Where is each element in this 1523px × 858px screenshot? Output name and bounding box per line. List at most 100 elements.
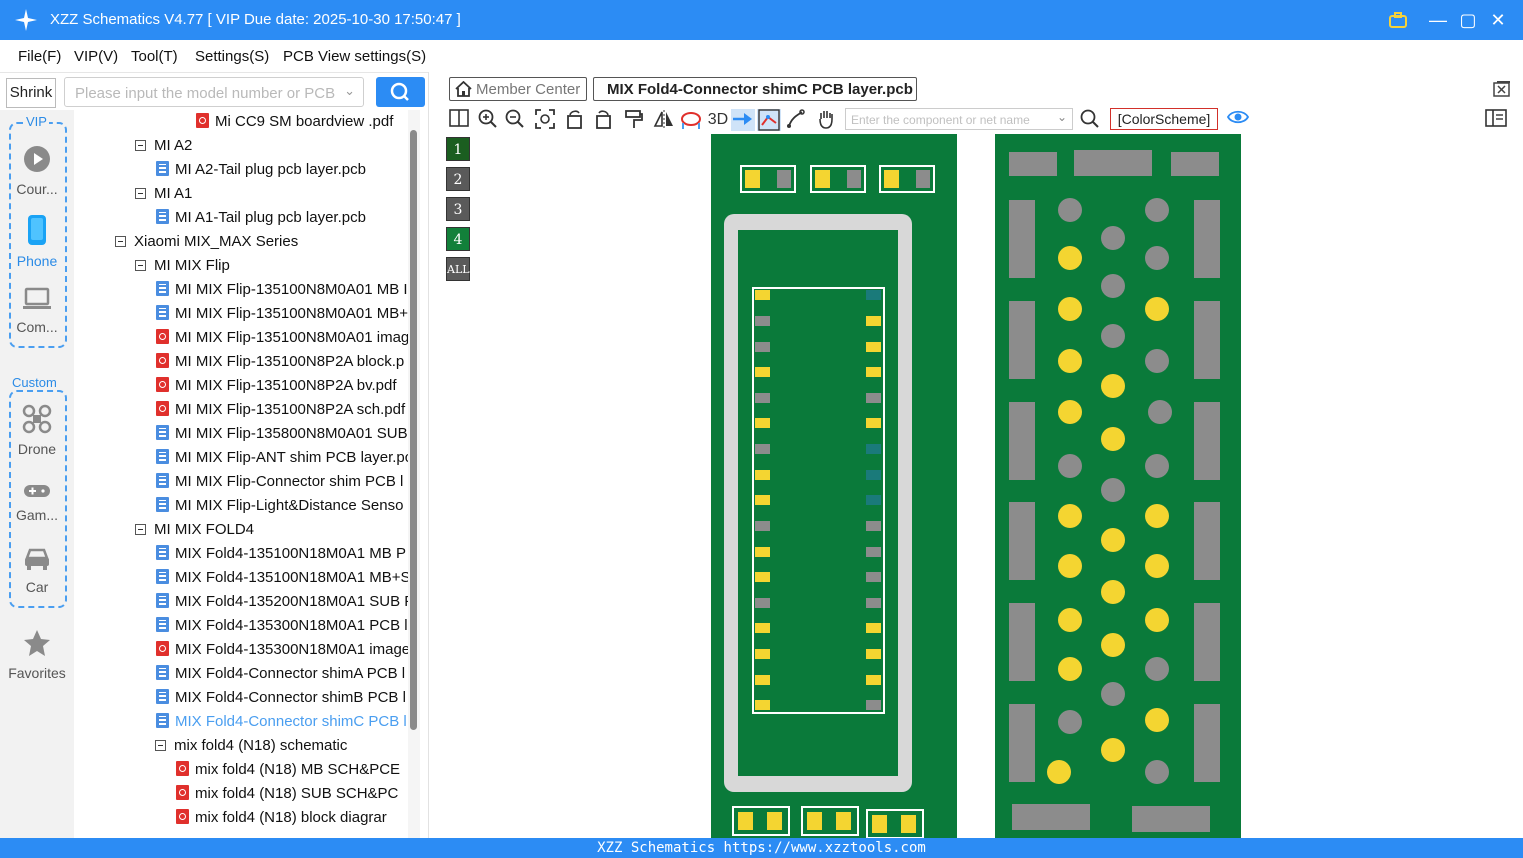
view-3d-button[interactable]: 3D: [707, 111, 729, 128]
menu-pcb-view-settings[interactable]: PCB View settings(S): [283, 48, 427, 65]
tree-item-file[interactable]: MI MIX Flip-Connector shim PCB l: [156, 470, 403, 494]
collapse-toggle-icon[interactable]: [135, 260, 146, 271]
tree-item-folder[interactable]: MI A2: [135, 134, 192, 158]
rotate-right-icon[interactable]: [592, 109, 614, 131]
tree-item-file[interactable]: MI A2-Tail plug pcb layer.pcb: [156, 158, 366, 182]
collapse-toggle-icon[interactable]: [135, 188, 146, 199]
rail-item-car[interactable]: Car: [7, 546, 67, 595]
pcb-file-icon: [156, 617, 169, 632]
panel-splitter[interactable]: [428, 72, 441, 838]
collapse-toggle-icon[interactable]: [115, 236, 126, 247]
tree-item-file-selected[interactable]: MIX Fold4-Connector shimC PCB l: [156, 710, 407, 734]
close-button[interactable]: ✕: [1490, 10, 1506, 30]
measure-line-icon[interactable]: [785, 109, 807, 131]
pcb-board-view[interactable]: [441, 134, 1523, 838]
ball-pad: [1101, 580, 1125, 604]
close-tab-icon[interactable]: [1492, 80, 1512, 98]
collapse-toggle-icon[interactable]: [135, 524, 146, 535]
tree-item-file[interactable]: MI MIX Flip-135100N8M0A01 MB I: [156, 278, 408, 302]
tree-item-file[interactable]: MIX Fold4-135100N18M0A1 MB P: [156, 542, 406, 566]
tree-item-file[interactable]: MI A1-Tail plug pcb layer.pcb: [156, 206, 366, 230]
tree-item-file[interactable]: MI MIX Flip-Light&Distance Senso: [156, 494, 403, 518]
tree-item-folder[interactable]: mix fold4 (N18) schematic: [155, 734, 347, 758]
mirror-icon[interactable]: [653, 109, 675, 131]
layer-button-4[interactable]: 4: [446, 227, 470, 251]
component-search-input[interactable]: [849, 111, 1053, 129]
layer-button-2[interactable]: 2: [446, 167, 470, 191]
layer-button-3[interactable]: 3: [446, 197, 470, 221]
tree-item-file[interactable]: MIX Fold4-Connector shimA PCB l: [156, 662, 405, 686]
maximize-button[interactable]: ▢: [1459, 10, 1477, 30]
tree-item-folder[interactable]: MI A1: [135, 182, 192, 206]
tree-item-label: mix fold4 (N18) schematic: [174, 737, 348, 754]
pad: [1012, 804, 1090, 830]
layer-button-1[interactable]: 1: [446, 137, 470, 161]
pad: [755, 470, 770, 480]
tree-item-file[interactable]: MI MIX Flip-135100N8M0A01 imag: [156, 326, 408, 350]
eye-icon[interactable]: [1226, 109, 1250, 131]
menu-settings[interactable]: Settings(S): [195, 48, 270, 65]
tree-item-file[interactable]: MI MIX Flip-135100N8P2A block.p: [156, 350, 404, 374]
tree-item-file[interactable]: MIX Fold4-135300N18M0A1 image: [156, 638, 408, 662]
tab-active-file[interactable]: MIX Fold4-Connector shimC PCB layer.pcb: [593, 77, 917, 101]
tree-item-file[interactable]: MIX Fold4-135200N18M0A1 SUB P: [156, 590, 408, 614]
zoom-in-icon[interactable]: [477, 109, 499, 131]
tree-item-file[interactable]: mix fold4 (N18) MB SCH&PCE: [176, 758, 400, 782]
pad-frame: [810, 165, 866, 193]
ball-pad: [1058, 608, 1082, 632]
color-scheme-button[interactable]: [ColorScheme]: [1110, 108, 1218, 130]
tree-item-file[interactable]: MI MIX Flip-135100N8P2A sch.pdf: [156, 398, 405, 422]
rail-item-computer[interactable]: Com...: [7, 286, 67, 335]
tree-item-file[interactable]: MI MIX Flip-ANT shim PCB layer.pc: [156, 446, 408, 470]
tree-item-folder[interactable]: MI MIX Flip: [135, 254, 230, 278]
model-search-input[interactable]: [73, 82, 339, 104]
tree-item-file[interactable]: MIX Fold4-135300N18M0A1 PCB l: [156, 614, 408, 638]
briefcase-icon[interactable]: [1386, 8, 1410, 32]
side-panel-toggle-icon[interactable]: [1485, 109, 1507, 131]
tree-item-file[interactable]: Mi CC9 SM boardview .pdf: [196, 110, 393, 134]
tree-item-file[interactable]: MI MIX Flip-135100N8M0A01 MB+: [156, 302, 408, 326]
pin-mode-icon[interactable]: [731, 109, 755, 131]
pad: [755, 316, 770, 326]
pad: [1009, 402, 1035, 480]
tab-member-center[interactable]: Member Center: [449, 77, 587, 101]
tree-item-file[interactable]: mix fold4 (N18) block diagrar: [176, 806, 387, 830]
tree-item-file[interactable]: MI MIX Flip-135800N8M0A01 SUB: [156, 422, 408, 446]
tree-item-file[interactable]: MI MIX Flip-135100N8P2A bv.pdf: [156, 374, 397, 398]
rotate-left-icon[interactable]: [564, 109, 586, 131]
zoom-out-icon[interactable]: [504, 109, 526, 131]
search-component-icon[interactable]: [1079, 109, 1101, 131]
tree-scrollbar[interactable]: [408, 110, 420, 838]
rail-item-drone[interactable]: Drone: [7, 404, 67, 457]
shrink-button[interactable]: Shrink: [6, 78, 56, 108]
paint-roller-icon[interactable]: [623, 109, 645, 131]
layer-button-all[interactable]: ALL: [446, 257, 470, 281]
minimize-button[interactable]: —: [1429, 10, 1447, 30]
tree-item-file[interactable]: mix fold4 (N18) SUB SCH&PC: [176, 782, 398, 806]
pcb-canvas[interactable]: [441, 134, 1523, 838]
collapse-toggle-icon[interactable]: [155, 740, 166, 751]
pad: [1009, 603, 1035, 681]
menu-file[interactable]: File(F): [18, 48, 62, 65]
rail-item-phone[interactable]: Phone: [7, 214, 67, 269]
rail-item-courses[interactable]: Cour...: [7, 144, 67, 197]
scrollbar-thumb[interactable]: [410, 130, 417, 730]
pcb-file-icon: [156, 569, 169, 584]
tree-item-folder[interactable]: MI MIX FOLD4: [135, 518, 254, 542]
trace-mode-icon[interactable]: [757, 109, 781, 131]
chevron-down-icon[interactable]: ⌄: [344, 83, 355, 98]
search-button[interactable]: [376, 77, 425, 107]
hand-pan-icon[interactable]: [815, 109, 837, 131]
rail-item-favorites[interactable]: Favorites: [7, 628, 67, 681]
tree-item-file[interactable]: MIX Fold4-Connector shimB PCB l: [156, 686, 406, 710]
menu-vip[interactable]: VIP(V): [74, 48, 119, 65]
tree-item-file[interactable]: MIX Fold4-135100N18M0A1 MB+S: [156, 566, 408, 590]
split-view-icon[interactable]: [448, 109, 470, 131]
collapse-toggle-icon[interactable]: [135, 140, 146, 151]
rail-item-games[interactable]: Gam...: [7, 482, 67, 523]
fit-view-icon[interactable]: [534, 109, 556, 131]
menu-tool[interactable]: Tool(T): [131, 48, 178, 65]
tree-item-folder[interactable]: Xiaomi MIX_MAX Series: [115, 230, 298, 254]
net-highlight-icon[interactable]: [680, 109, 702, 131]
chevron-down-icon[interactable]: ⌄: [1056, 110, 1067, 124]
